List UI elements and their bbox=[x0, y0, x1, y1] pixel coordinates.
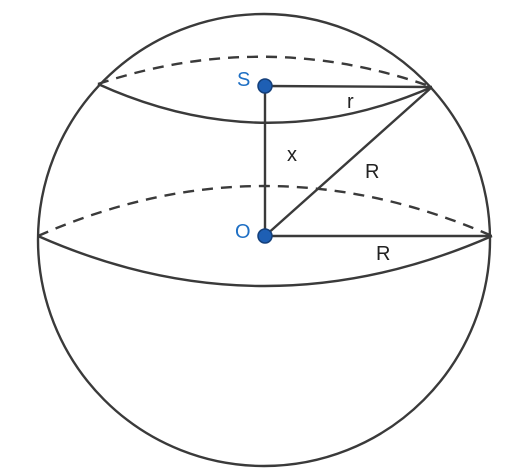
equator-front-arc bbox=[37, 234, 493, 288]
label-R-hypotenuse: R bbox=[365, 161, 379, 183]
label-S: S bbox=[237, 69, 250, 91]
point-O bbox=[257, 228, 273, 244]
sphere-outline bbox=[36, 12, 492, 468]
label-O: O bbox=[235, 221, 251, 243]
segment-hypotenuse bbox=[264, 86, 433, 237]
upper-section-back-arc bbox=[97, 55, 433, 89]
label-r: r bbox=[347, 91, 354, 113]
segment-small-radius bbox=[264, 84, 433, 89]
point-S bbox=[257, 78, 273, 94]
label-x: x bbox=[287, 144, 297, 166]
label-R-radius: R bbox=[376, 243, 390, 265]
